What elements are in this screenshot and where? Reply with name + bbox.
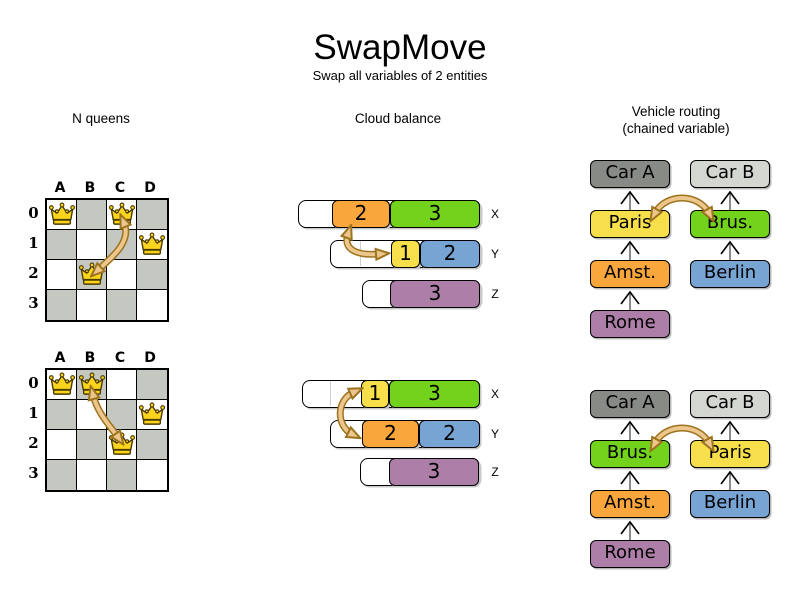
chain-up-arrow xyxy=(620,290,640,310)
chain-up-arrow xyxy=(620,420,640,440)
board-cell xyxy=(77,460,107,490)
board-cell xyxy=(107,460,137,490)
board-cell xyxy=(137,260,167,290)
section-title-cloud: Cloud balance xyxy=(354,111,442,126)
process-block: 3 xyxy=(390,280,480,308)
board-cell xyxy=(47,400,77,430)
section-title-vrp-line1: Vehicle routing xyxy=(631,104,721,119)
board-cell xyxy=(137,460,167,490)
process-block: 3 xyxy=(390,200,480,228)
swap-arrow-nqueens-before xyxy=(45,198,165,318)
queen-icon xyxy=(139,402,165,425)
board-cell xyxy=(47,430,77,460)
chain-up-arrow xyxy=(620,240,640,260)
visit-box: Amst. xyxy=(590,260,670,288)
row-label: 1 xyxy=(28,234,39,252)
chain-up-arrow xyxy=(720,420,740,440)
board-cell xyxy=(47,460,77,490)
swap-arrow-vrp-before xyxy=(646,194,718,218)
row-label: 1 xyxy=(28,404,39,422)
page-subtitle: Swap all variables of 2 entities xyxy=(312,68,488,83)
swap-arrow-vrp-after xyxy=(646,424,718,448)
column-label: D xyxy=(144,350,156,366)
computer-label-x: X xyxy=(490,387,499,401)
board-cell xyxy=(137,200,167,230)
column-labels: A B C D xyxy=(45,348,165,368)
section-title-vrp-line2: (chained variable) xyxy=(622,121,730,136)
computer-label-z: Z xyxy=(491,287,499,301)
page-title: SwapMove xyxy=(313,28,487,67)
vehicle-box: Car A xyxy=(590,160,670,188)
column-labels: A B C D xyxy=(45,178,165,198)
vehicle-box: Car B xyxy=(690,390,770,418)
row-label: 2 xyxy=(28,264,39,282)
row-label: 0 xyxy=(28,374,39,392)
column-label: B xyxy=(84,350,96,366)
capacity-divider xyxy=(330,381,331,406)
column-label: A xyxy=(54,180,66,196)
process-block: 2 xyxy=(419,420,480,448)
chain-up-arrow xyxy=(620,470,640,490)
visit-box: Rome xyxy=(590,310,670,338)
board-cell xyxy=(137,370,167,400)
visit-box: Rome xyxy=(590,540,670,568)
chain-up-arrow xyxy=(620,520,640,540)
swap-arrow-cloud-after xyxy=(336,384,370,442)
visit-box: Paris xyxy=(690,440,770,468)
column-label: D xyxy=(144,180,156,196)
board-cell xyxy=(137,430,167,460)
swap-arrow-cloud-before xyxy=(330,226,396,262)
computer-label-y: Y xyxy=(490,427,499,441)
queen-icon xyxy=(48,202,75,225)
board-cell xyxy=(47,230,77,260)
row-label: 0 xyxy=(28,204,39,222)
process-block: 2 xyxy=(332,200,390,228)
computer-label-x: X xyxy=(490,207,499,221)
board-cell xyxy=(47,370,77,400)
row-label: 3 xyxy=(28,294,39,312)
column-label: B xyxy=(84,180,96,196)
computer-label-y: Y xyxy=(490,247,499,261)
vehicle-box: Car B xyxy=(690,160,770,188)
chain-up-arrow xyxy=(720,190,740,210)
chain-up-arrow xyxy=(720,470,740,490)
swap-arrow-nqueens-after xyxy=(45,368,165,488)
column-label: A xyxy=(54,350,66,366)
row-label: 3 xyxy=(28,464,39,482)
row-label: 2 xyxy=(28,434,39,452)
board-cell xyxy=(137,290,167,320)
visit-box: Berlin xyxy=(690,260,770,288)
board-cell xyxy=(47,200,77,230)
vehicle-box: Car A xyxy=(590,390,670,418)
queen-icon xyxy=(48,372,75,395)
visit-box: Berlin xyxy=(690,490,770,518)
board-cell xyxy=(137,230,167,260)
board-cell xyxy=(77,290,107,320)
board-cell xyxy=(47,260,77,290)
computer-label-z: Z xyxy=(491,465,499,479)
process-block: 2 xyxy=(362,420,419,448)
board-cell xyxy=(137,400,167,430)
queen-icon xyxy=(139,232,165,255)
column-label: C xyxy=(114,180,126,196)
visit-box: Amst. xyxy=(590,490,670,518)
process-block: 3 xyxy=(389,458,479,486)
chain-up-arrow xyxy=(620,190,640,210)
board-cell xyxy=(47,290,77,320)
column-label: C xyxy=(114,350,126,366)
board-cell xyxy=(107,290,137,320)
chain-up-arrow xyxy=(720,240,740,260)
process-block: 1 xyxy=(391,240,420,268)
section-title-nqueens: N queens xyxy=(72,111,130,126)
process-block: 2 xyxy=(420,240,480,268)
process-block: 3 xyxy=(389,380,480,408)
